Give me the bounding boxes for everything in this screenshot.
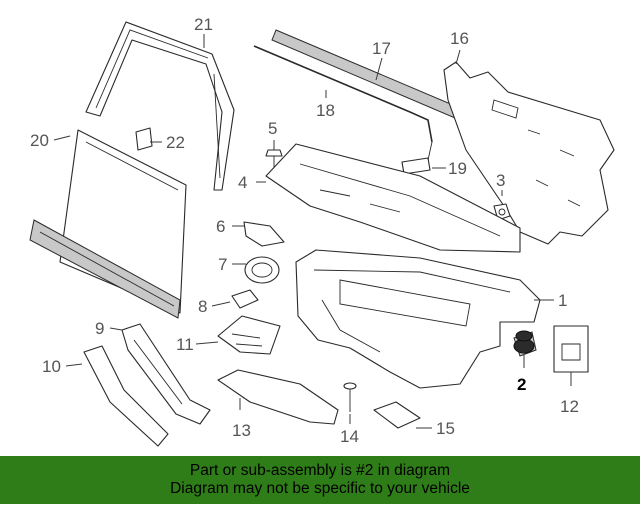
- part-13-armrest: [217, 369, 339, 425]
- callout-9: 9: [95, 319, 104, 338]
- callout-labels: 1 2 3 4 5 6 7 8 9 10 11 12 13 14 15 16 1…: [30, 15, 579, 446]
- callout-18: 18: [316, 101, 335, 120]
- callout-15: 15: [436, 419, 455, 438]
- leader-lines: [53, 34, 554, 429]
- callout-21: 21: [194, 15, 213, 34]
- part-9-handle-bracket: [121, 323, 211, 425]
- part-6-bracket: [243, 221, 285, 247]
- part-14-screw: [343, 382, 357, 412]
- callout-17: 17: [372, 39, 391, 58]
- part-17-trim-strip: [271, 29, 461, 119]
- callout-16: 16: [450, 29, 469, 48]
- callout-7: 7: [218, 255, 227, 274]
- callout-13: 13: [232, 421, 251, 440]
- part-21-window-frame: [85, 21, 235, 191]
- part-4-upper-trim: [265, 143, 521, 253]
- part-19-sensor: [401, 141, 433, 175]
- part-8-handle-insert: [231, 289, 259, 309]
- part-7-speaker-ring: [244, 256, 280, 284]
- part-22-clip: [135, 127, 153, 151]
- banner-line-part-number: Part or sub-assembly is #2 in diagram: [189, 462, 451, 479]
- callout-5: 5: [268, 119, 277, 138]
- callout-12: 12: [560, 397, 579, 416]
- part-18-seal-strip: [253, 45, 433, 143]
- banner-line-disclaimer: Diagram may not be specific to your vehi…: [170, 480, 470, 497]
- part-11-window-switch: [217, 315, 281, 355]
- part-10-pull-handle: [83, 345, 169, 447]
- part-15-courtesy-lamp: [373, 401, 421, 429]
- part-5-screw: [265, 149, 283, 168]
- part-20-sunshade: [29, 129, 187, 319]
- part-1-door-panel: [295, 249, 541, 389]
- exploded-parts-diagram: 1 2 3 4 5 6 7 8 9 10 11 12 13 14 15 16 1…: [29, 15, 615, 447]
- callout-20: 20: [30, 131, 49, 150]
- callout-14: 14: [340, 427, 359, 446]
- callout-22: 22: [166, 133, 185, 152]
- part-2-clip-highlighted: [513, 330, 537, 368]
- callout-1: 1: [558, 291, 567, 310]
- part-16-insulation-pad: [443, 61, 615, 245]
- callout-4: 4: [238, 173, 247, 192]
- callout-19: 19: [448, 159, 467, 178]
- callout-6: 6: [216, 217, 225, 236]
- callout-8: 8: [198, 297, 207, 316]
- callout-2: 2: [517, 375, 526, 394]
- part-12-switch-panel: [553, 325, 589, 386]
- info-banner: Part or sub-assembly is #2 in diagram Di…: [0, 456, 640, 504]
- callout-10: 10: [42, 357, 61, 376]
- callout-11: 11: [176, 335, 194, 354]
- callout-3: 3: [496, 171, 505, 190]
